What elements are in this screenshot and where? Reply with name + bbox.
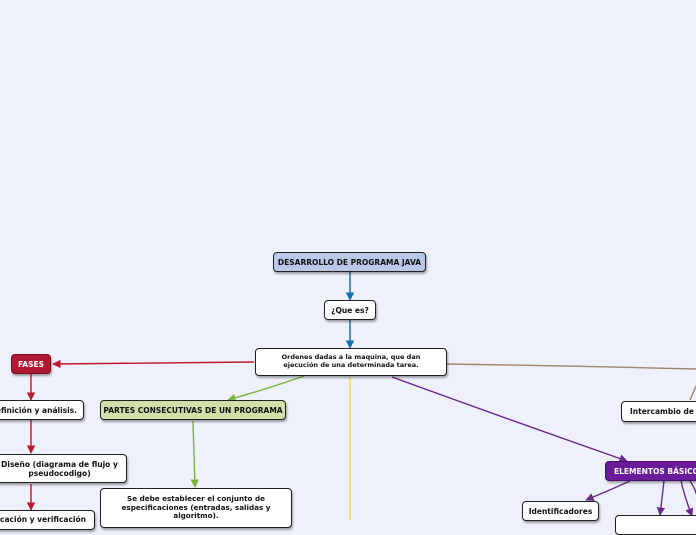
- link-brown-intercambio: [689, 385, 696, 401]
- node-fases[interactable]: FASES: [11, 354, 51, 374]
- link-ordenes-brown: [446, 363, 696, 370]
- node-especificaciones[interactable]: Se debe establecer el conjunto de especi…: [100, 488, 292, 528]
- link-ordenes-fases: [52, 359, 255, 369]
- node-que-es-label: ¿Que es?: [331, 305, 369, 315]
- node-codificacion[interactable]: Codificación y verificación: [0, 510, 95, 530]
- link-elementos-child-3: [689, 480, 696, 495]
- node-definicion-label: Definición y análisis.: [0, 405, 77, 415]
- node-definicion[interactable]: Definición y análisis.: [0, 400, 84, 420]
- node-identificadores[interactable]: Identificadores: [522, 501, 599, 521]
- link-ordenes-partes: [227, 375, 305, 402]
- node-elementos-label: ELEMENTOS BÁSICOS: [614, 466, 696, 476]
- node-intercambio-label: Intercambio de valores: [630, 407, 696, 416]
- link-elementos-child-1: [656, 480, 666, 516]
- node-root[interactable]: DESARROLLO DE PROGRAMA JAVA: [273, 252, 426, 272]
- node-partes-label: PARTES CONSECUTIVAS DE UN PROGRAMA: [103, 405, 283, 415]
- node-child-elementos[interactable]: [615, 515, 696, 535]
- connector-lines: [26, 272, 696, 520]
- link-ordenes-elementos: [391, 376, 628, 463]
- node-ordenes-label: Ordenes dadas a la maquina, que dan ejec…: [281, 353, 421, 369]
- node-diseno-label: Diseño (diagrama de flujo y pseudocodigo…: [1, 459, 118, 478]
- mind-map-canvas: DESARROLLO DE PROGRAMA JAVA ¿Que es? Ord…: [0, 252, 696, 535]
- node-ordenes[interactable]: Ordenes dadas a la maquina, que dan ejec…: [255, 348, 447, 376]
- node-identificadores-label: Identificadores: [528, 506, 593, 516]
- node-especificaciones-label: Se debe establecer el conjunto de especi…: [121, 494, 271, 521]
- node-que-es[interactable]: ¿Que es?: [324, 300, 376, 320]
- node-partes[interactable]: PARTES CONSECUTIVAS DE UN PROGRAMA: [100, 400, 286, 420]
- node-elementos[interactable]: ELEMENTOS BÁSICOS: [605, 461, 696, 481]
- node-root-label: DESARROLLO DE PROGRAMA JAVA: [277, 257, 422, 267]
- node-diseno[interactable]: Diseño (diagrama de flujo y pseudocodigo…: [0, 454, 127, 483]
- node-intercambio[interactable]: Intercambio de valores: [621, 401, 696, 422]
- link-elementos-child-2: [680, 480, 694, 517]
- link-partes-especificaciones: [190, 420, 199, 488]
- node-fases-label: FASES: [18, 359, 44, 369]
- link-elementos-identificadores: [585, 480, 631, 502]
